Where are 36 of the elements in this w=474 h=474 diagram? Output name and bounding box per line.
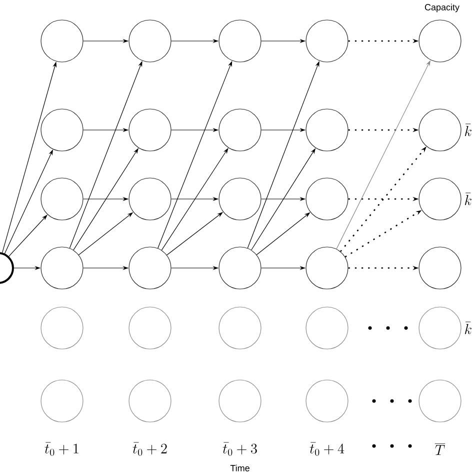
state-circle (128, 380, 172, 422)
state-circle (418, 380, 462, 422)
state-circle (306, 108, 348, 152)
axis-label: $\bar{t}_0+2$ (132, 442, 167, 456)
state-circle (40, 246, 84, 290)
axis-label: $\bar{t}_0+1$ (44, 442, 78, 456)
state-circle (418, 108, 462, 152)
state-circle (128, 306, 172, 350)
state-circle (40, 108, 84, 152)
state-circle (40, 306, 84, 350)
axis-title: Time (230, 464, 250, 472)
state-circle (128, 20, 172, 62)
state-circle (40, 178, 84, 220)
state-circle (40, 20, 84, 62)
state-circle (306, 178, 348, 220)
axis-label: $\bar{t}_0+4$ (310, 442, 344, 456)
axis-label: $\overline{T}$ (434, 444, 446, 455)
state-circle (218, 20, 262, 62)
state-circle (40, 380, 84, 422)
state-circle (218, 178, 262, 220)
state-circle (306, 306, 348, 350)
state-circle (418, 178, 462, 220)
state-circle (418, 306, 462, 350)
state-circle (218, 306, 262, 350)
state-circle (418, 246, 462, 290)
state-circle (306, 380, 348, 422)
state-circle (218, 246, 262, 290)
axis-label: $\bar{t}_0+3$ (222, 442, 257, 456)
state-circle (218, 108, 262, 152)
state-circle (128, 246, 172, 290)
state-circle (128, 178, 172, 220)
state-circle (418, 20, 462, 62)
state-circle (306, 246, 348, 290)
state-circle (218, 380, 262, 422)
state-circle (306, 20, 348, 62)
state-circle (128, 108, 172, 152)
